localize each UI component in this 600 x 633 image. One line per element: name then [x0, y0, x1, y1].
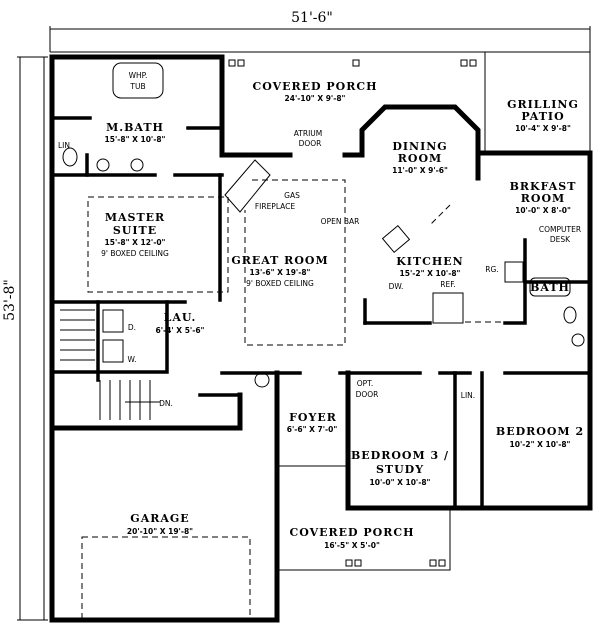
garage-size: 20'-10" X 19'-8" [127, 527, 193, 536]
master-bath-size: 15'-8" X 10'-8" [105, 135, 166, 144]
great-room-name: GREAT ROOM [231, 254, 328, 267]
hall-linen-label: LIN. [461, 391, 475, 400]
fixtures [60, 62, 585, 420]
washer-label: W. [128, 355, 137, 364]
laundry-name: LAU. [164, 311, 197, 324]
master-suite-name: MASTER [105, 211, 165, 224]
whp-tub-label: TUB [129, 82, 145, 91]
whp-tub-label: WHP. [129, 71, 148, 80]
computer-desk-label: DESK [550, 235, 571, 244]
dryer [102, 309, 124, 333]
dryer-label: D. [128, 323, 136, 332]
atrium-door-label: DOOR [299, 139, 322, 148]
linen-label: LIN [58, 141, 70, 150]
dining-room-name: ROOM [398, 152, 442, 165]
master-suite-note: 9' BOXED CEILING [101, 249, 169, 258]
bedroom2-size: 10'-2" X 10'-8" [510, 440, 571, 449]
water-heater [254, 372, 270, 388]
kitchen-size: 15'-2" X 10'-8" [400, 269, 461, 278]
grilling-patio-size: 10'-4" X 9'-8" [515, 124, 571, 133]
stairs-down-label: DN. [159, 399, 173, 408]
grilling-patio-name: GRILLING [507, 98, 579, 111]
sink [96, 158, 110, 172]
fireplace [224, 159, 271, 213]
laundry-size: 6'-4' X 5'-6" [156, 326, 205, 335]
front-porch-name: COVERED PORCH [289, 526, 414, 539]
bath-name: BATH [530, 281, 570, 294]
computer-desk-label: COMPUTER [539, 225, 581, 234]
kitchen-name: KITCHEN [396, 255, 463, 268]
fireplace-label: FIREPLACE [255, 202, 296, 211]
master-bath-name: M.BATH [106, 121, 164, 134]
bedroom3-name: STUDY [376, 463, 424, 476]
interior-walls [53, 116, 592, 510]
washer [102, 339, 124, 363]
rear-porch-name: COVERED PORCH [252, 80, 377, 93]
range-label: RG. [485, 265, 498, 274]
dashed-features [81, 179, 505, 621]
garage-name: GARAGE [130, 512, 189, 525]
refrigerator-label: REF. [440, 280, 455, 289]
open-bar-label: OPEN BAR [321, 217, 360, 226]
great-room-size: 13'-6" X 19'-8" [250, 268, 311, 277]
porch-outlines [222, 51, 591, 571]
overall-width-label: 51'-6" [291, 10, 333, 26]
atrium-door-label: ATRIUM [294, 129, 323, 138]
grilling-patio-name: PATIO [521, 110, 564, 123]
toilet [62, 147, 78, 167]
range [504, 261, 524, 283]
refrigerator [432, 292, 464, 324]
great-room-note: 9' BOXED CEILING [246, 279, 314, 288]
sink [571, 333, 585, 347]
dining-room-name: DINING [392, 140, 447, 153]
fireplace-label: GAS [284, 191, 300, 200]
dishwasher-label: DW. [389, 282, 404, 291]
dining-room-size: 11'-0" X 9'-6" [392, 166, 448, 175]
breakfast-room-name: BRKFAST [510, 180, 577, 193]
front-porch-size: 16'-5" X 5'-0" [324, 541, 380, 550]
whirlpool-tub [112, 62, 164, 99]
overall-depth-label: 53'-8" [2, 279, 18, 321]
room-labels: COVERED PORCH 24'-10" X 9'-8" WHP. TUB M… [58, 71, 584, 550]
sink [130, 158, 144, 172]
breakfast-room-size: 10'-0" X 8'-0" [515, 206, 571, 215]
opt-door-label: DOOR [356, 390, 379, 399]
bedroom3-size: 10'-0" X 10'-8" [370, 478, 431, 487]
master-suite-size: 15'-8" X 12'-0" [105, 238, 166, 247]
breakfast-room-name: ROOM [521, 192, 565, 205]
bath-tub [529, 277, 571, 297]
toilet [563, 306, 577, 324]
bedroom3-name: BEDROOM 3 / [351, 449, 449, 462]
kitchen-sink [381, 224, 411, 254]
master-suite-name: SUITE [113, 224, 157, 237]
foyer-size: 6'-6" X 7'-0" [287, 425, 338, 434]
rear-porch-size: 24'-10" X 9'-8" [285, 94, 346, 103]
bedroom2-name: BEDROOM 2 [496, 425, 584, 438]
opt-door-label: OPT. [357, 379, 374, 388]
foyer-name: FOYER [289, 411, 337, 424]
